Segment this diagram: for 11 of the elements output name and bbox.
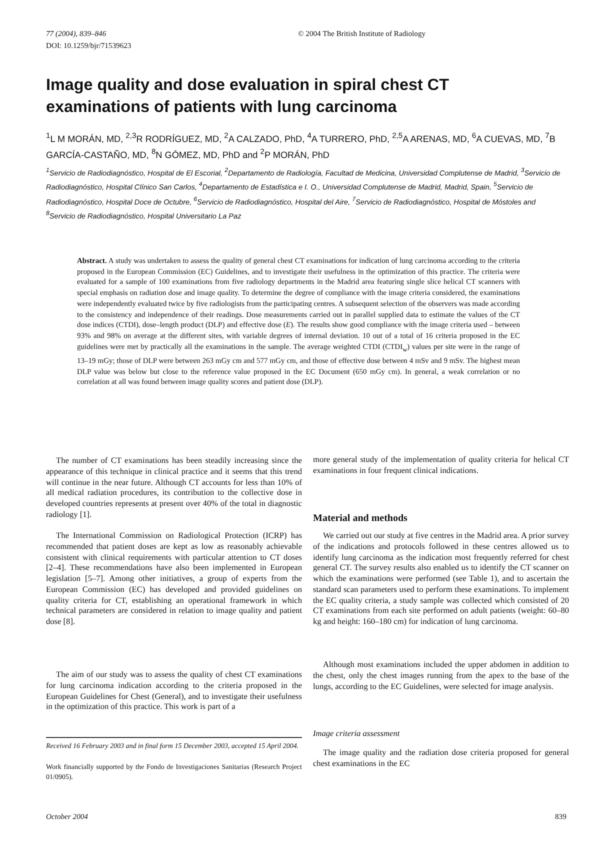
body-paragraph: The image quality and the radiation dose criteria proposed for general chest examinations in the EC	[313, 748, 569, 770]
body-paragraph: The aim of our study was to assess the quality of chest CT examinations for lung carcinoma indication according to the criteria proposed in the European Guidelines for Chest (General), and to investigate their usefulness in the optimization of this practice. This work is part of a	[46, 670, 302, 713]
body-paragraph: Although most examinations included the upper abdomen in addition to the chest, only the chest images running from the apex to the base of the lungs, according to the EC Guidelines, were selected for image analysis.	[313, 660, 569, 692]
article-title: Image quality and dose evaluation in spiral chest CT examinations of patients with lung carcinoma	[46, 75, 450, 118]
section-heading: Material and methods	[313, 513, 408, 524]
author-list: $^{1}$L M MORÁN, MD, $^{2,3}$R RODRÍGUEZ, MD, $^{2}$A CALZADO, PhD, $^{4}$A TURRERO, PhD, $^{2,5}$A ARENAS, MD, $^{6}$A CUEVAS, MD, $^{7}$B GARCÍA-CASTAÑO, MD, $^{8}$N GÓMEZ, MD, PhD and $^{2}$P MORÁN, PhD	[46, 130, 561, 162]
body-paragraph: more general study of the implementation of quality criteria for helical CT examinations in four frequent clinical indications.	[313, 455, 569, 476]
body-paragraph: We carried out our study at five centres in the Madrid area. A prior survey of the indications and protocols followed in these centres allowed us to identify lung carcinoma as the indication most frequently referred for chest general CT. The survey results also enabled us to identify the CT scanner on which the examinations were performed (see Table 1), and to ascertain the standard scan parameters used to perform these examinations. To implement the EC quality criteria, a study sample was collected which consisted of 20 CT examinations from each site performed on adult patients (weight: 60–80 kg and height: 160–180 cm) for indication of lung carcinoma.	[313, 531, 569, 628]
subsection-heading: Image criteria assessment	[313, 729, 401, 738]
body-paragraph: The number of CT examinations has been steadily increasing since the appearance of this technique in clinical practice and it seems that this trend will continue in the near future. Although CT accounts for less than 10% of all medical radiation procedures, its contribution to the collective dose in developed countries represents at present over 40% of the total in diagnostic radiology [1].	[46, 456, 302, 520]
body-paragraph: The International Commission on Radiological Protection (ICRP) has recommended that patient doses are kept as low as reasonably achievable consistent with clinical requirements with particular attention to CT doses [2–4]. These recommendations have also been implemented in European legislation [5–7]. Among other initiatives, a group of experts from the European Commission (EC) has developed and provided guidelines on quality criteria for CT, establishing an operational framework in which technical parameters are considered in relation to image quality and patient dose [8].	[46, 531, 302, 628]
